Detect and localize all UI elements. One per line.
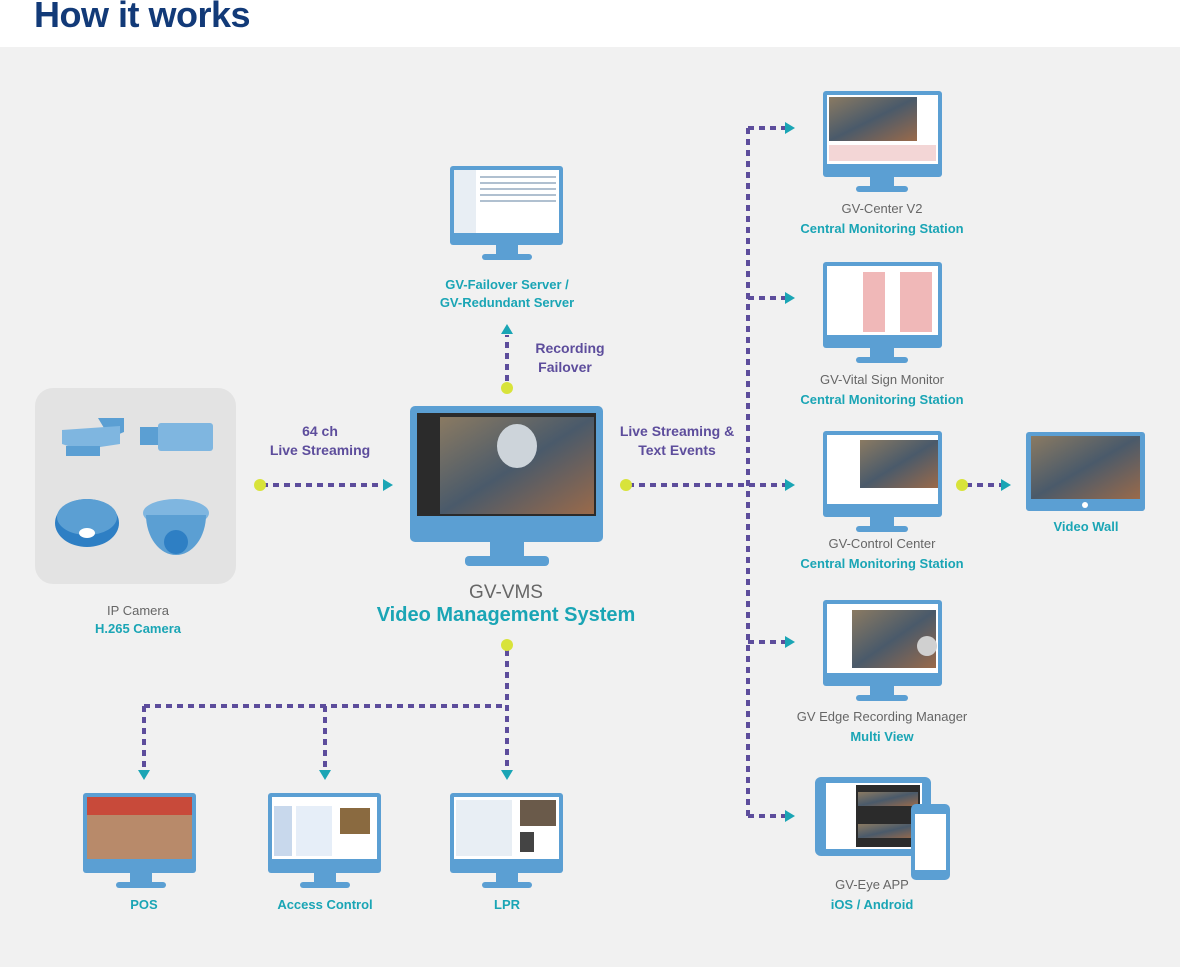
live-streaming-label-line2: Live Streaming — [269, 442, 371, 458]
lpr-label: LPR — [494, 897, 520, 912]
edge-recording-name: GV Edge Recording Manager — [796, 709, 968, 724]
bullet-camera-icon — [62, 418, 124, 456]
vms-monitor-icon — [410, 406, 603, 566]
vms-name: GV-VMS — [469, 582, 543, 603]
gv-center-type: Central Monitoring Station — [800, 221, 964, 236]
access-control-monitor-icon — [268, 793, 381, 888]
edge-recording-type: Multi View — [850, 729, 914, 744]
recording-failover-label-line2: Failover — [538, 359, 592, 375]
tablet-phone-icon — [815, 777, 950, 880]
arrow-heads — [138, 122, 1011, 822]
ip-camera-type: H.265 Camera — [95, 621, 181, 636]
failover-monitor-icon — [450, 166, 563, 260]
vital-sign-type: Central Monitoring Station — [800, 392, 964, 407]
edge-recording-monitor-icon — [823, 600, 942, 701]
pos-label: POS — [130, 897, 158, 912]
live-streaming-events-label-line1: Live Streaming & — [619, 423, 735, 439]
box-camera-icon — [140, 423, 213, 451]
failover-label-line2: GV-Redundant Server — [439, 295, 575, 310]
ip-camera-group — [35, 388, 236, 584]
control-center-name: GV-Control Center — [828, 536, 936, 551]
vital-sign-name: GV-Vital Sign Monitor — [819, 372, 945, 387]
control-center-type: Central Monitoring Station — [800, 556, 964, 571]
connector-dots — [254, 382, 968, 651]
vms-type: Video Management System — [376, 604, 636, 626]
gv-center-monitor-icon — [823, 91, 942, 192]
gv-eye-type: iOS / Android — [830, 897, 914, 912]
lpr-monitor-icon — [450, 793, 563, 888]
dome-camera-icon — [143, 499, 209, 555]
connector-lines — [142, 126, 1001, 818]
control-center-monitor-icon — [823, 431, 942, 532]
ip-camera-name: IP Camera — [107, 603, 169, 618]
vital-sign-monitor-icon — [823, 262, 942, 363]
gv-eye-name: GV-Eye APP — [835, 877, 909, 892]
recording-failover-label-line1: Recording — [535, 340, 605, 356]
fisheye-camera-icon — [55, 499, 119, 547]
video-wall-label: Video Wall — [1053, 519, 1119, 534]
pos-monitor-icon — [83, 793, 196, 888]
video-wall-icon — [1026, 432, 1145, 511]
live-streaming-label-line1: 64 ch — [302, 423, 338, 439]
live-streaming-events-label-line2: Text Events — [638, 442, 716, 458]
access-control-label: Access Control — [277, 897, 373, 912]
gv-center-name: GV-Center V2 — [841, 201, 923, 216]
failover-label-line1: GV-Failover Server / — [445, 277, 569, 292]
page-title: How it works — [34, 0, 251, 35]
